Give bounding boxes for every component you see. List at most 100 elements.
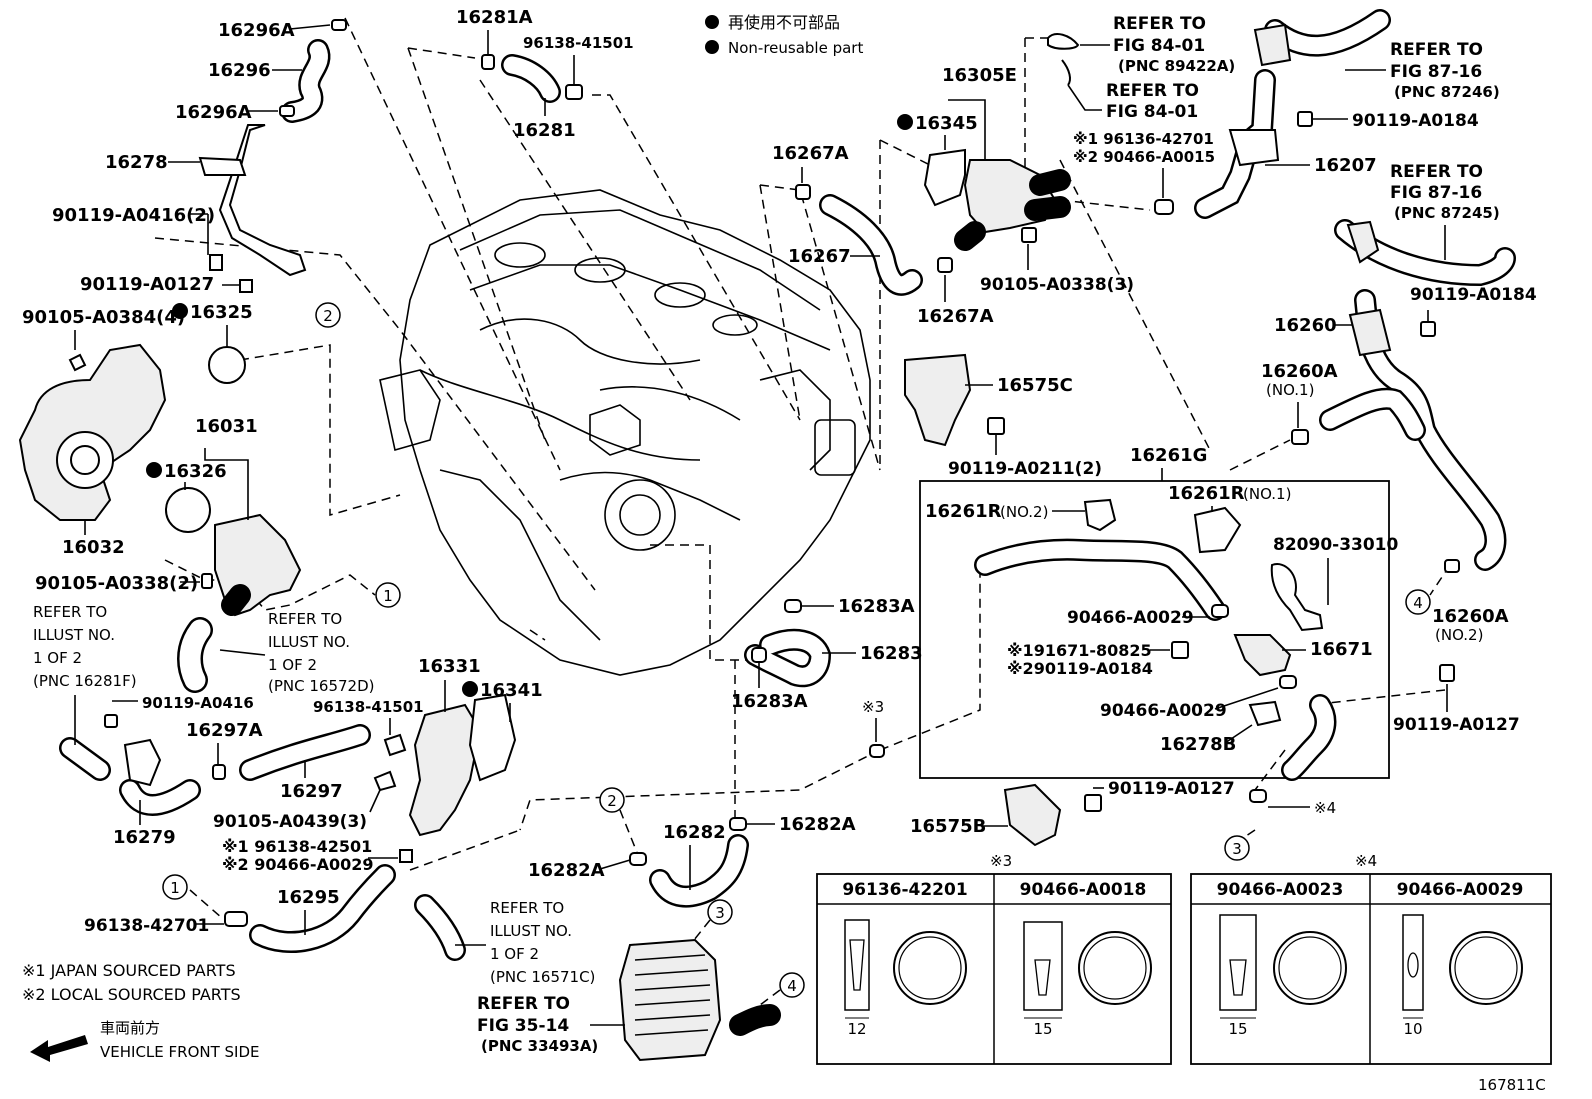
refer-fig-87-16-b: REFER TO FIG 87-16 (PNC 87245) [1390,162,1500,260]
label-16267A-top: 16267A [772,143,849,164]
label-16283A-top: 16283A [838,596,915,617]
label-ref1-96138-42501: ※1 96138-42501 [222,837,372,856]
label-16207: 16207 [1314,155,1377,176]
label-16305E: 16305E [942,65,1017,86]
refer-fig-87-16-a: REFER TO FIG 87-16 (PNC 87246) [1345,40,1500,101]
label-16260: 16260 [1274,315,1337,336]
svg-text:REFER TO: REFER TO [1113,14,1206,34]
table3-dim2: 15 [1033,1020,1052,1038]
label-16281: 16281 [513,120,576,141]
connection-markers: 2 1 1 2 3 4 3 4 [162,302,1431,998]
table3-dim1: 12 [847,1020,866,1038]
label-90119-A0127-right: 90119-A0127 [1393,715,1520,735]
svg-text:ILLUST NO.: ILLUST NO. [268,633,350,651]
svg-text:REFER TO: REFER TO [1390,162,1483,182]
table4-dim2: 10 [1403,1020,1422,1038]
label-ref2-90466-A0029: ※2 90466-A0029 [222,855,373,874]
refer-illust-16281F: REFER TO ILLUST NO. 1 OF 2 (PNC 16281F) [33,603,137,745]
bottom-parts [618,599,1455,1062]
label-90119-A0127-left: 90119-A0127 [80,274,214,295]
water-inlet-16331 [408,703,482,837]
clip-16296A-bottom [279,105,295,117]
svg-text:(PNC 16572D): (PNC 16572D) [268,677,374,695]
label-16267: 16267 [788,246,851,267]
label-no2-a: (NO.2) [1435,626,1483,644]
label-16331: 16331 [418,656,481,677]
label-90466-A0029-b: 90466-A0029 [1100,701,1227,721]
gasket-16345 [923,148,966,207]
hose-sub-assembly-box [919,480,1390,781]
label-16278: 16278 [105,152,168,173]
label-90119-A0416-2: 90119-A0416(2) [52,205,215,226]
label-16260A-top: 16260A [1261,361,1338,382]
legend-en: Non-reusable part [728,39,863,57]
footnotes: ※1 JAPAN SOURCED PARTS ※2 LOCAL SOURCED … [22,961,1546,1094]
refer-fig-84-01-a: REFER TO FIG 84-01 (PNC 89422A) [1080,14,1235,75]
label-90105-A0384-4: 90105-A0384(4) [22,307,185,328]
label-16281A: 16281A [456,7,533,28]
label-90105-A0338-3: 90105-A0338(3) [980,275,1134,295]
label-16575C: 16575C [997,375,1073,396]
engine-block [379,189,871,676]
svg-text:(PNC 87246): (PNC 87246) [1394,83,1500,101]
table4-col2: 90466-A0029 [1397,880,1524,900]
label-90119-A0184-top: 90119-A0184 [1352,111,1479,131]
table4-col1: 90466-A0023 [1217,880,1344,900]
label-ref2-90466-A0015: ※2 90466-A0015 [1073,148,1215,166]
label-96138-41501-mid: 96138-41501 [313,698,424,716]
label-16296: 16296 [208,60,271,81]
note-japan-sourced: ※1 JAPAN SOURCED PARTS [22,961,236,980]
water-bypass-16305E [963,159,1057,234]
label-16296A-bottom: 16296A [175,102,252,123]
label-16267A-bottom: 16267A [917,306,994,327]
label-16031: 16031 [195,416,258,437]
label-16278B: 16278B [1160,734,1236,755]
label-16326: 16326 [164,461,227,482]
label-16261R-no1: 16261R [1168,483,1245,504]
table4-title: ※4 [1355,852,1377,870]
marker-2-bottom: 2 [607,792,617,810]
label-16296A-top: 16296A [218,20,295,41]
right-parts [481,9,1516,573]
label-90119-A0211-2: 90119-A0211(2) [948,459,1102,479]
label-16282: 16282 [663,822,726,843]
bracket-16575C [904,353,972,447]
label-16295: 16295 [277,887,340,908]
marker-4-bottom: 4 [787,977,797,995]
label-16345: 16345 [915,113,978,134]
label-no1-b: (NO.1) [1243,485,1291,503]
label-90119-A0184-mid: 90119-A0184 [1410,285,1537,305]
label-16325: 16325 [190,302,253,323]
refer-fig-84-01-b: REFER TO FIG 84-01 [1067,81,1199,122]
marker-1-mid: 1 [383,587,393,605]
svg-text:(PNC 16571C): (PNC 16571C) [490,968,595,986]
label-16671: 16671 [1310,639,1373,660]
valve-16671 [1233,634,1292,677]
label-16260A-bottom: 16260A [1432,606,1509,627]
front-arrow-icon [30,1035,88,1062]
table4-dim1: 15 [1228,1020,1247,1038]
table3-col1: 96136-42201 [842,880,967,900]
refer-fig-35-14: REFER TO FIG 35-14 (PNC 33493A) [477,994,625,1055]
label-16575B: 16575B [910,816,986,837]
label-90105-A0439-3: 90105-A0439(3) [213,812,367,832]
svg-text:FIG 84-01: FIG 84-01 [1106,102,1198,122]
svg-text:REFER TO: REFER TO [33,603,107,621]
label-16282A-left: 16282A [528,860,605,881]
label-16282A-right: 16282A [779,814,856,835]
marker-3-bottom: 3 [715,904,725,922]
label-16297: 16297 [280,781,343,802]
svg-text:FIG 35-14: FIG 35-14 [477,1016,569,1036]
label-ref1-91671-80825: ※191671-80825 [1007,641,1152,660]
svg-text:(PNC 87245): (PNC 87245) [1394,204,1500,222]
part-labels: 16296A 16296 16296A 16278 90119-A0416(2)… [22,7,1537,936]
bracket-16575B [1003,783,1062,847]
marker-1-bottom: 1 [170,879,180,897]
figure-id: 167811C [1478,1076,1546,1094]
label-16341: 16341 [480,680,543,701]
svg-text:REFER TO: REFER TO [268,610,342,628]
dashed-leaders [154,17,1451,1021]
svg-text:REFER TO: REFER TO [1106,81,1199,101]
svg-text:(PNC 33493A): (PNC 33493A) [481,1037,598,1055]
svg-text:ILLUST NO.: ILLUST NO. [490,922,572,940]
